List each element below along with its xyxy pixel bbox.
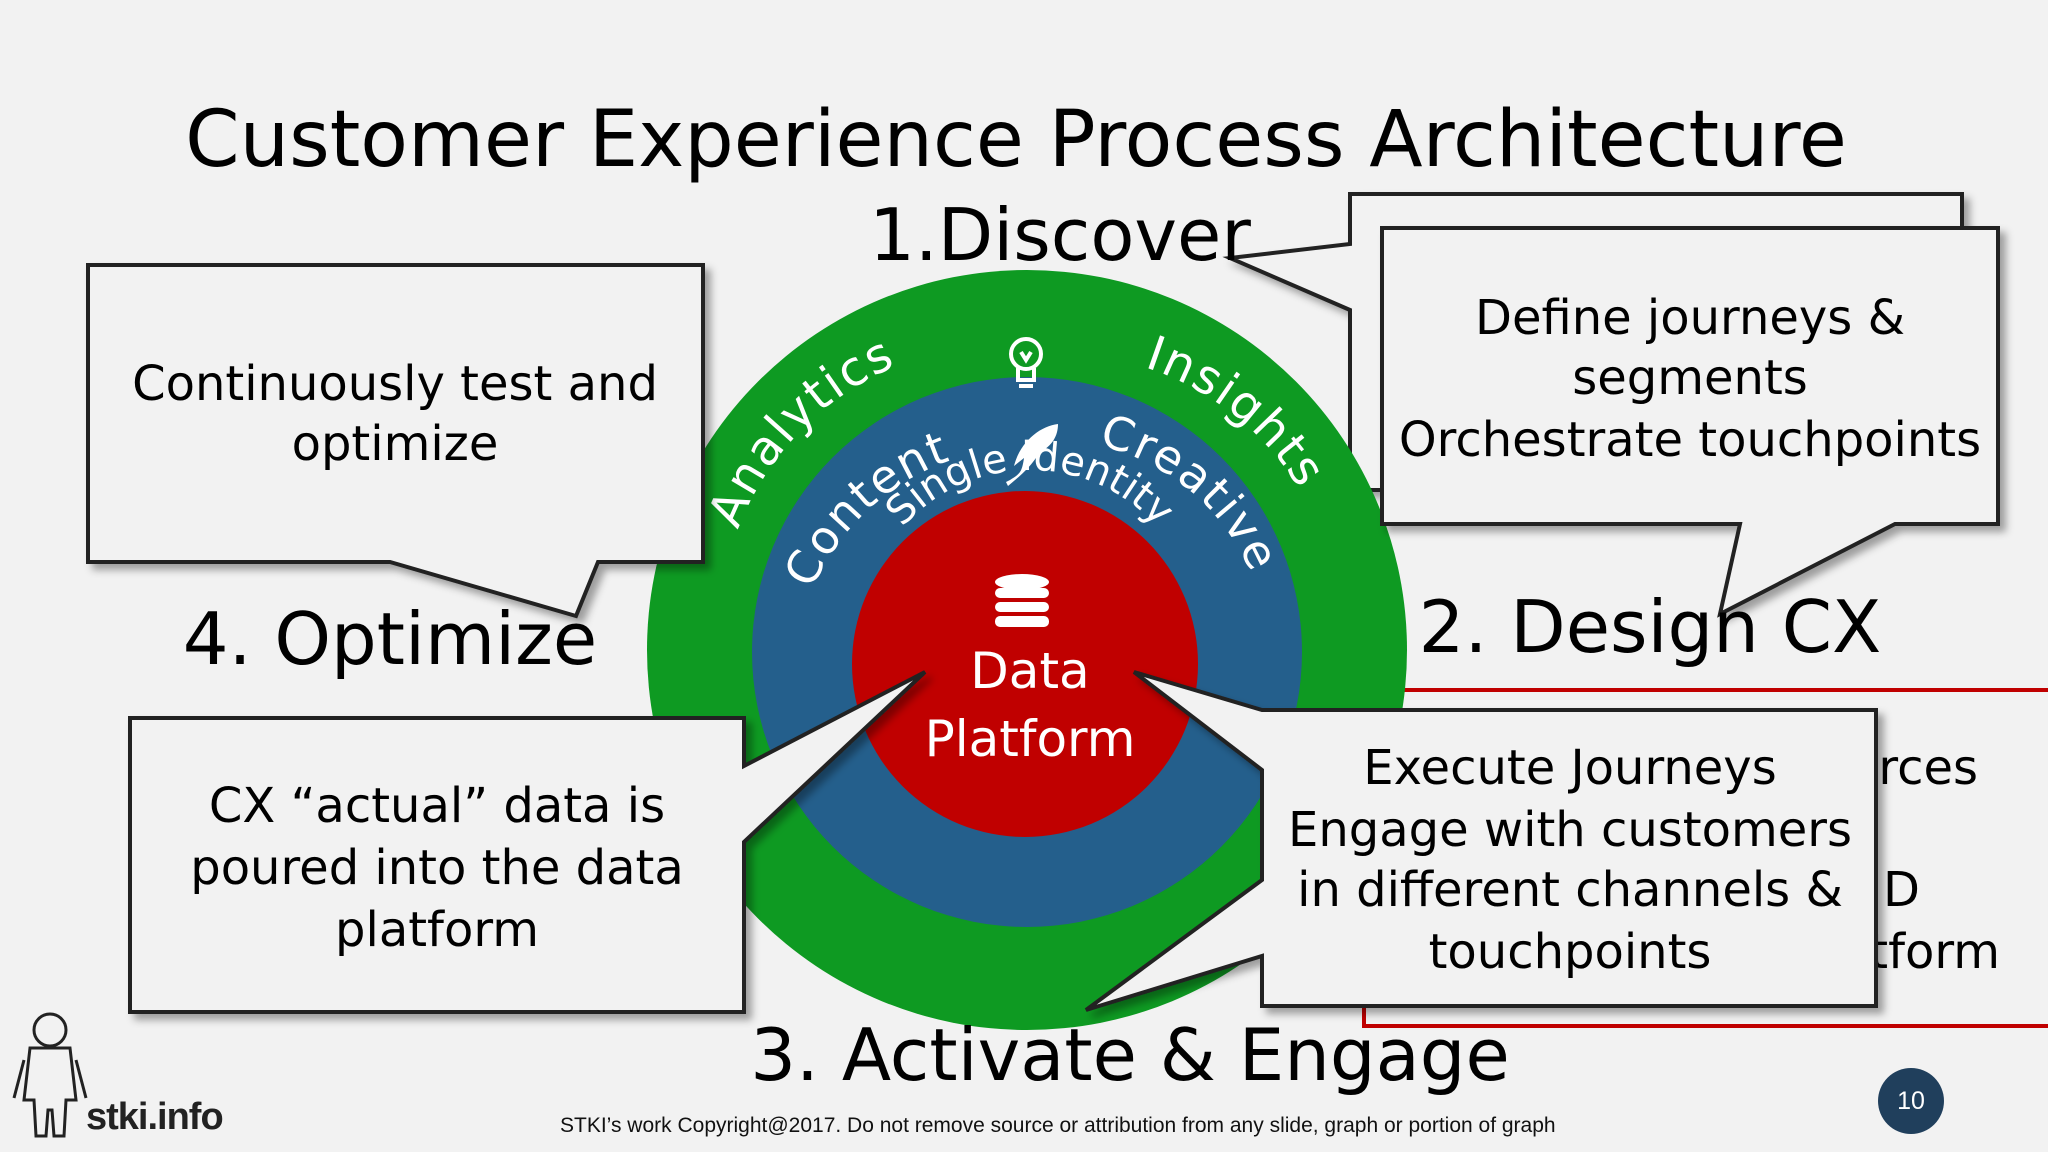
callout-design-line-1: Define journeys & [1475, 290, 1905, 346]
page-number-badge: 10 [1878, 1068, 1944, 1134]
callout-execute: Execute Journeys Engage with customers i… [1084, 670, 1878, 1012]
core-circle [852, 491, 1198, 837]
step-optimize: 4. Optimize [183, 597, 597, 681]
callout-execute-line-1: Execute Journeys [1363, 740, 1776, 796]
step-activate: 3. Activate & Engage [750, 1013, 1510, 1097]
callout-optimize-line-1: Continuously test and [132, 356, 658, 412]
callout-execute-line-4: touchpoints [1429, 924, 1712, 980]
callout-optimize-line-2: optimize [292, 416, 499, 472]
hidden-fragment-3: tform [1869, 924, 2000, 980]
callout-execute-line-3: in different channels & [1297, 862, 1843, 918]
database-icon [995, 574, 1049, 627]
callout-design: Define journeys & segments Orchestrate t… [1380, 226, 2000, 618]
lightbulb-icon [1009, 337, 1043, 388]
callout-data-feed-line-2: poured into the data [190, 840, 684, 896]
callout-data-feed-line-3: platform [335, 902, 539, 958]
callout-design-line-2: segments [1572, 350, 1808, 406]
callout-data-feed: CX “actual” data is poured into the data… [128, 670, 927, 1014]
logo-text: stki.info [86, 1096, 224, 1138]
footer-copyright: STKI’s work Copyright@2017. Do not remov… [560, 1114, 1556, 1137]
callout-execute-line-2: Engage with customers [1288, 802, 1852, 858]
core-label-data: Data [970, 642, 1089, 700]
slide-title: Customer Experience Process Architecture [185, 95, 1847, 185]
feather-icon [1006, 424, 1058, 486]
callout-data-feed-line-1: CX “actual” data is [209, 778, 665, 834]
callout-design-line-3: Orchestrate touchpoints [1399, 412, 1981, 468]
hidden-fragment-2: D [1883, 862, 1920, 918]
core-label-platform: Platform [925, 710, 1136, 768]
person-logo-icon [12, 1012, 88, 1138]
ring-diagram: Analytics Insights Content Creative Sing… [647, 270, 1407, 1030]
step-discover: 1.Discover [869, 193, 1251, 277]
callout-optimize: Continuously test and optimize [86, 263, 705, 619]
step-design: 2. Design CX [1419, 585, 1882, 669]
